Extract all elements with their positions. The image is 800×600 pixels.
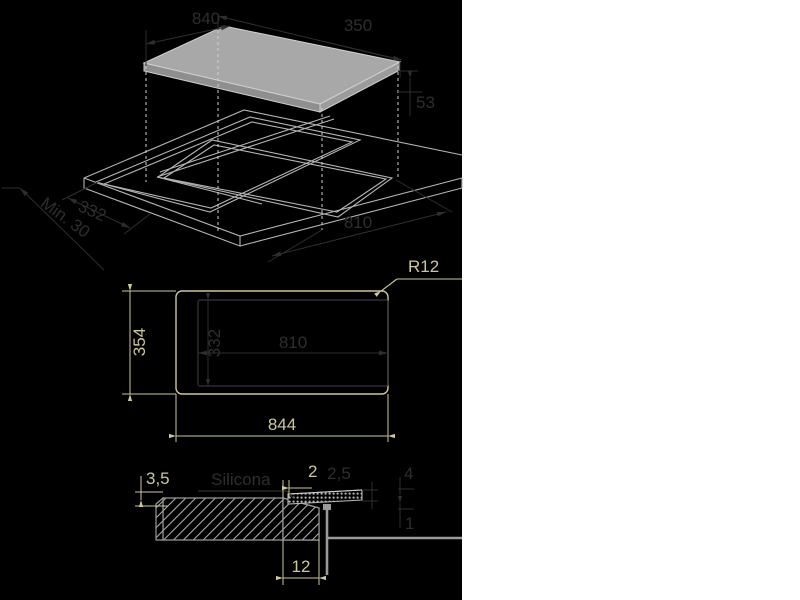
dim-4-label: 4	[404, 464, 413, 483]
projection-lines	[145, 30, 399, 232]
cooktop-slab	[142, 25, 402, 113]
dim-1: 1	[397, 496, 414, 533]
dim-810-iso-label: 810	[344, 213, 372, 232]
dim-810-iso: 810	[267, 179, 453, 263]
dim-840-label: 840	[192, 9, 220, 28]
dim-354: 354	[122, 284, 176, 401]
dim-12-label: 12	[292, 557, 311, 576]
dim-2: 2	[282, 462, 317, 498]
dim-2-5-label: 2,5	[327, 464, 351, 483]
isometric-view: 840 350 53 810	[2, 9, 463, 271]
cutout-inner-box	[156, 139, 394, 218]
dim-53-label: 53	[416, 93, 435, 112]
dim-844: 844	[169, 394, 395, 442]
dim-2-5: 2,5	[327, 464, 378, 509]
dim-810-plan: 810	[198, 333, 388, 356]
worktop-slab	[83, 109, 463, 247]
silicona-annotation: Silicona	[198, 470, 295, 500]
dim-332-plan-label: 332	[205, 329, 224, 357]
plan-view: R12 354 844 332	[122, 257, 462, 442]
plan-inner-rect	[197, 299, 389, 387]
dim-810-plan-label: 810	[279, 333, 307, 352]
dim-4: 4	[398, 464, 414, 510]
r12-label: R12	[408, 257, 439, 276]
dim-350: 350	[217, 15, 403, 78]
dim-2-label: 2	[308, 462, 317, 481]
dim-1-label: 1	[405, 514, 414, 533]
dim-354-label: 354	[130, 328, 149, 356]
dim-844-label: 844	[268, 415, 296, 434]
dim-350-label: 350	[344, 16, 372, 35]
worktop-cutout	[94, 115, 362, 213]
dim-12: 12	[276, 540, 326, 585]
silicona-label: Silicona	[211, 470, 271, 489]
cabinet-outline	[325, 505, 462, 575]
dim-3-5-label: 3,5	[146, 469, 170, 488]
section-view: 3,5 Silicona 2 2,5	[135, 462, 462, 585]
r12-leader: R12	[374, 257, 462, 297]
glass-trim-piece	[287, 489, 363, 505]
dim-53: 53	[398, 70, 435, 116]
dim-332-plan: 332	[205, 293, 224, 386]
dim-3-5: 3,5	[135, 469, 170, 507]
trim-connector	[323, 504, 331, 510]
worktop-section-body	[155, 496, 320, 541]
